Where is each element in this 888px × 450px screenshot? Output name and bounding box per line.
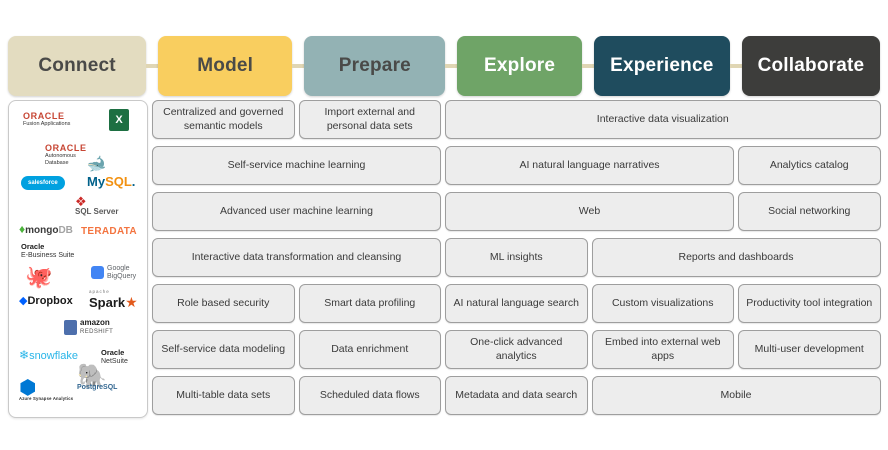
stage-connector-3	[445, 64, 458, 68]
stage-header-prepare[interactable]: Prepare	[304, 36, 446, 96]
capability-cell[interactable]: Advanced user machine learning	[152, 192, 441, 231]
capability-cell[interactable]: Import external and personal data sets	[298, 100, 441, 139]
stage-connector-5	[729, 64, 742, 68]
oracle-netsuite-logo: Oracle NetSuite	[101, 348, 128, 365]
apache-hadoop-logo: 🐙	[25, 264, 53, 289]
capability-cell[interactable]: ML insights	[445, 238, 588, 277]
dropbox-logo: ◆Dropbox	[19, 295, 73, 307]
stage-connector-4	[581, 64, 594, 68]
capability-cell[interactable]: Self-service data modeling	[152, 330, 295, 369]
capability-cell[interactable]: Multi-user development	[738, 330, 881, 369]
capability-cell[interactable]: Web	[445, 192, 734, 231]
mysql-logo: 🐋 MySQL.	[85, 154, 136, 190]
snowflake-logo: ❄snowflake	[19, 348, 78, 362]
teradata-logo: TERADATA	[81, 226, 137, 237]
capability-cell[interactable]: Mobile	[591, 376, 881, 415]
capability-cell[interactable]: Interactive data transformation and clea…	[152, 238, 441, 277]
oracle-fusion-applications-logo: ORACLE Fusion Applications	[23, 111, 71, 128]
stage-header-collaborate[interactable]: Collaborate	[741, 36, 880, 96]
azure-synapse-analytics-logo: ⬢ Azure Synapse Analytics	[19, 377, 74, 401]
mongodb-logo: ♦mongoDB	[19, 222, 73, 236]
capability-cell[interactable]: Centralized and governed semantic models	[152, 100, 295, 139]
capability-cell[interactable]: Role based security	[152, 284, 295, 323]
capability-cell[interactable]: Data enrichment	[298, 330, 441, 369]
capability-cell[interactable]: Custom visualizations	[591, 284, 734, 323]
capability-cell[interactable]: Multi-table data sets	[152, 376, 295, 415]
capability-cell[interactable]: Social networking	[738, 192, 881, 231]
microsoft-sql-server-logo: ❖ SQL Server	[75, 194, 119, 217]
capability-cell[interactable]: Reports and dashboards	[591, 238, 881, 277]
capability-cell[interactable]: Metadata and data search	[445, 376, 588, 415]
data-sources-panel: ORACLE Fusion Applications X ORACLE Auto…	[8, 100, 148, 418]
capability-cell[interactable]: AI natural language search	[445, 284, 588, 323]
stage-header-explore[interactable]: Explore	[457, 36, 582, 96]
capability-cell[interactable]: Productivity tool integration	[738, 284, 881, 323]
stage-header-experience[interactable]: Experience	[593, 36, 730, 96]
capability-cell[interactable]: Smart data profiling	[298, 284, 441, 323]
apache-spark-logo: apache Spark★	[89, 289, 138, 311]
stage-header-connect[interactable]: Connect	[8, 36, 147, 96]
capability-cell[interactable]: AI natural language narratives	[445, 146, 734, 185]
stage-header-model[interactable]: Model	[158, 36, 293, 96]
capability-cell[interactable]: Interactive data visualization	[445, 100, 881, 139]
microsoft-excel-logo: X	[109, 109, 129, 131]
capability-cell[interactable]: One-click advanced analytics	[445, 330, 588, 369]
capability-grid: Centralized and governed semantic models…	[152, 100, 882, 418]
oracle-ebusiness-suite-logo: Oracle E-Business Suite	[21, 242, 75, 259]
stage-connector-1	[146, 64, 159, 68]
capability-cell[interactable]: Embed into external web apps	[591, 330, 734, 369]
capability-cell[interactable]: Scheduled data flows	[298, 376, 441, 415]
stage-connector-2	[292, 64, 305, 68]
capability-cell[interactable]: Self-service machine learning	[152, 146, 441, 185]
amazon-redshift-logo: amazon REDSHIFT	[64, 318, 113, 335]
salesforce-logo: salesforce	[21, 176, 65, 190]
postgresql-logo: 🐘 PostgreSQL	[77, 363, 118, 392]
capability-cell[interactable]: Analytics catalog	[738, 146, 881, 185]
